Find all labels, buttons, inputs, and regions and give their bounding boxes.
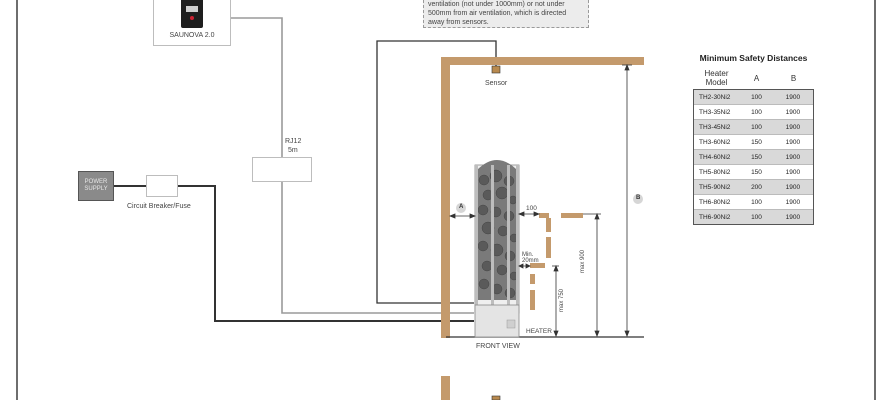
- sensor-label: Sensor: [485, 80, 508, 87]
- cell-b: 1900: [785, 138, 801, 146]
- controller-button: [190, 16, 194, 20]
- marker-b-circle: [633, 194, 643, 204]
- header-model: Heater Model: [693, 69, 740, 87]
- table-title: Minimum Safety Distances: [699, 53, 808, 63]
- cell-model: TH5-90Ni2: [699, 183, 731, 191]
- cell-model: TH3-35Ni2: [699, 108, 731, 116]
- page-border-left: [16, 0, 18, 400]
- table-row: TH6-80Ni2 100 1900: [694, 194, 813, 209]
- cell-a: 100: [751, 108, 762, 116]
- wall-ceiling: [441, 57, 644, 65]
- header-model-line-1: Heater: [704, 69, 729, 78]
- table-row: TH5-90Ni2 200 1900: [694, 179, 813, 194]
- table-header: Heater Model A B: [693, 67, 814, 89]
- cell-model: TH6-90Ni2: [699, 213, 731, 221]
- cell-model: TH6-80Ni2: [699, 198, 731, 206]
- cell-b: 1900: [785, 183, 801, 191]
- cell-a: 100: [751, 198, 762, 206]
- gap-100-label: 100: [526, 205, 537, 212]
- ventilation-note: ventilation (not under 1000mm) or not un…: [423, 0, 589, 28]
- header-b: B: [790, 73, 797, 83]
- cell-b: 1900: [785, 168, 801, 176]
- heater-icon: [474, 160, 520, 338]
- cell-a: 100: [751, 123, 762, 131]
- cell-model: TH4-60Ni2: [699, 153, 731, 161]
- power-supply-box: POWER SUPPLY: [78, 171, 114, 201]
- wall-left-lower-view: [441, 376, 450, 400]
- marker-b-label: B: [636, 195, 641, 201]
- cell-a: 100: [751, 213, 762, 221]
- power-supply-line-2: SUPPLY: [84, 186, 108, 192]
- marker-a-circle: [456, 203, 466, 213]
- safety-distance-table: Minimum Safety Distances Heater Model A …: [693, 53, 814, 225]
- cell-b: 1900: [785, 153, 801, 161]
- table-row: TH3-35Ni2 100 1900: [694, 104, 813, 119]
- table-row: TH3-45Ni2 100 1900: [694, 119, 813, 134]
- note-line-1: ventilation (not under 1000mm) or not un…: [428, 1, 565, 8]
- note-line-2: 500mm from air ventilation, which is dir…: [428, 10, 567, 17]
- cable-type-label: RJ12: [285, 138, 302, 145]
- breaker-label: Circuit Breaker/Fuse: [127, 203, 191, 210]
- sensor-cable: [376, 40, 497, 304]
- cell-a: 200: [751, 183, 762, 191]
- cable-length-label: 5m: [288, 147, 298, 154]
- cell-model: TH2-30Ni2: [699, 93, 731, 101]
- min-gap-label-1: Min.: [522, 252, 534, 258]
- cell-b: 1900: [785, 198, 801, 206]
- cell-model: TH5-80Ni2: [699, 168, 731, 176]
- header-a: A: [753, 73, 760, 83]
- table-row: TH6-90Ni2 100 1900: [694, 209, 813, 224]
- max-900-label: max 900: [580, 249, 586, 273]
- min-gap-label-2: 20mm: [522, 258, 539, 264]
- cell-a: 150: [751, 168, 762, 176]
- rj12-cable-box: [252, 157, 312, 182]
- cell-model: TH3-60Ni2: [699, 138, 731, 146]
- table-body: TH2-30Ni2 100 1900 TH3-35Ni2 100 1900 TH3-45…: [693, 89, 814, 225]
- cell-b: 1900: [785, 123, 801, 131]
- cell-a: 100: [751, 93, 762, 101]
- max-750-label: max 750: [559, 288, 565, 312]
- sensor-icon: [491, 65, 501, 74]
- breaker-box: [146, 175, 178, 197]
- controller-device-icon: [181, 0, 203, 28]
- controller-name: SAUNOVA 2.0: [169, 32, 215, 39]
- note-line-3: away from sensors.: [428, 19, 489, 26]
- cell-a: 150: [751, 138, 762, 146]
- cell-b: 1900: [785, 93, 801, 101]
- cell-model: TH3-45Ni2: [699, 123, 731, 131]
- dimension-lines: [448, 63, 632, 338]
- power-supply-line-1: POWER: [84, 179, 108, 185]
- wall-left: [441, 57, 450, 338]
- cell-a: 150: [751, 153, 762, 161]
- bench-icon: [530, 213, 583, 310]
- controller-screen: [186, 6, 198, 12]
- table-row: TH2-30Ni2 100 1900: [694, 90, 813, 104]
- table-row: TH3-60Ni2 150 1900: [694, 134, 813, 149]
- sensor-icon-lower: [491, 395, 501, 400]
- front-view-label: FRONT VIEW: [476, 343, 520, 350]
- table-row: TH5-80Ni2 150 1900: [694, 164, 813, 179]
- power-cable-2: [178, 185, 474, 322]
- cell-b: 1900: [785, 213, 801, 221]
- heater-label: HEATER: [526, 328, 552, 335]
- controller-box: SAUNOVA 2.0: [153, 0, 231, 46]
- page-border-right: [874, 0, 876, 400]
- header-model-line-2: Model: [705, 78, 728, 87]
- marker-a-label: A: [459, 204, 464, 210]
- table-row: TH4-60Ni2 150 1900: [694, 149, 813, 164]
- cell-b: 1900: [785, 108, 801, 116]
